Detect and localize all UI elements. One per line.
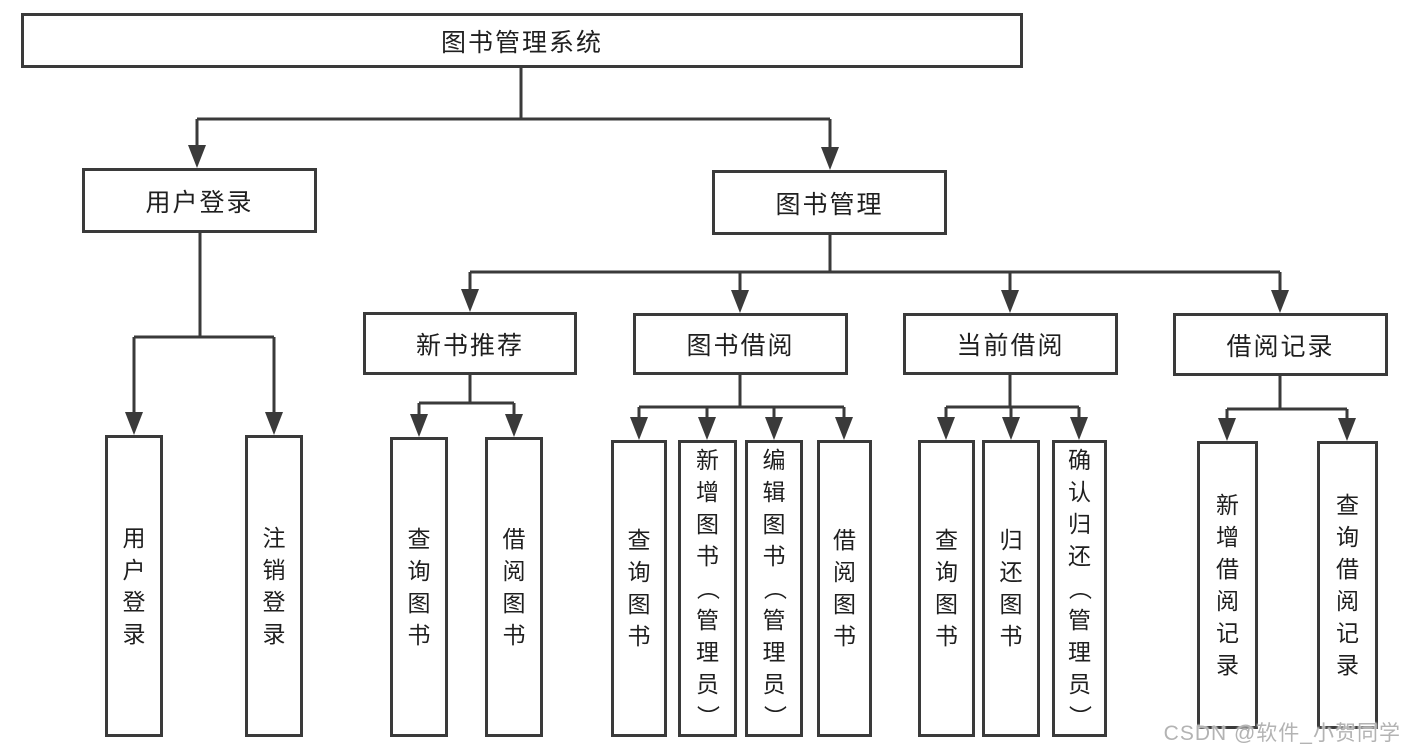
leaf-user-login: 用户登录: [105, 435, 163, 737]
node-user-login: 用户登录: [82, 168, 317, 233]
leaf-query-borrow-record: 查询借阅记录: [1317, 441, 1378, 729]
node-label: 借阅记录: [1226, 332, 1335, 361]
leaf-add-books-admin: 新增图书（管理员）: [678, 440, 737, 737]
leaf-borrow-books: 借阅图书: [817, 440, 872, 737]
leaf-query-books-borrow: 查询图书: [611, 440, 667, 737]
leaf-edit-books-admin: 编辑图书（管理员）: [745, 440, 803, 737]
leaf-query-books-recommend: 查询图书: [390, 437, 448, 737]
leaf-return-books: 归还图书: [982, 440, 1040, 737]
node-book-management: 图书管理: [712, 170, 947, 235]
node-current-borrowing: 当前借阅: [903, 313, 1118, 375]
node-label: 图书管理: [775, 190, 884, 219]
node-library-management-system: 图书管理系统: [21, 13, 1023, 68]
leaf-borrow-books-recommend: 借阅图书: [485, 437, 543, 737]
leaf-query-books-current: 查询图书: [918, 440, 975, 737]
node-new-book-recommend: 新书推荐: [363, 312, 577, 375]
node-label: 新书推荐: [415, 331, 524, 360]
leaf-confirm-return-admin: 确认归还（管理员）: [1052, 440, 1107, 737]
node-label: 图书管理系统: [440, 28, 603, 57]
node-label: 用户登录: [145, 188, 254, 217]
node-label: 当前借阅: [956, 332, 1065, 360]
leaf-logout: 注销登录: [245, 435, 303, 737]
node-book-borrowing: 图书借阅: [633, 313, 848, 375]
csdn-watermark: CSDN @软件_小贺同学: [1163, 722, 1401, 745]
node-borrowing-records: 借阅记录: [1173, 313, 1388, 376]
node-label: 图书借阅: [686, 332, 795, 360]
leaf-add-borrow-record: 新增借阅记录: [1197, 441, 1258, 729]
